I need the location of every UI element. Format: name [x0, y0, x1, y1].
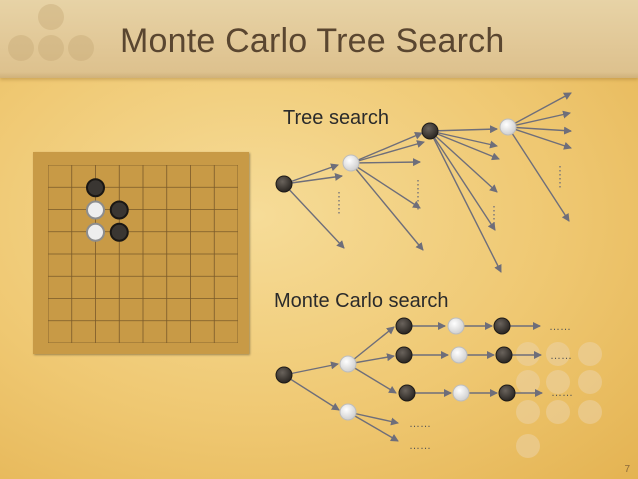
- decor-circle: [38, 35, 64, 61]
- ellipsis-text: ……: [409, 418, 431, 430]
- black-stone-node: [275, 366, 293, 384]
- black-stone-node: [498, 384, 516, 402]
- white-stone: [86, 200, 105, 220]
- decor-circle: [38, 4, 64, 30]
- white-stone-node: [452, 384, 470, 402]
- white-stone-node: [499, 118, 517, 136]
- white-stone-node: [339, 403, 357, 421]
- tree-search-label: Tree search: [283, 107, 389, 129]
- tree-search-ellipses: [338, 166, 561, 230]
- white-stone-node: [342, 154, 360, 172]
- ellipsis-text: ……: [549, 321, 571, 333]
- background-decoration: [516, 342, 602, 458]
- black-stone-node: [395, 317, 413, 335]
- black-stone: [109, 200, 129, 220]
- white-stone-node: [450, 346, 468, 364]
- ellipsis-text: ……: [409, 440, 431, 452]
- slide-title: Monte Carlo Tree Search: [120, 22, 505, 60]
- white-stone-node: [339, 355, 357, 373]
- ellipsis-text: ……: [550, 350, 572, 362]
- ellipsis-text: ……: [551, 387, 573, 399]
- black-stone-node: [493, 317, 511, 335]
- tree-search-arrows: [283, 92, 572, 273]
- go-board: [33, 152, 249, 354]
- black-stone-node: [275, 175, 293, 193]
- monte-carlo-nodes: [275, 317, 516, 421]
- title-decoration: [0, 0, 110, 78]
- black-stone: [109, 222, 129, 242]
- title-band: Monte Carlo Tree Search: [0, 0, 638, 78]
- go-board-grid: [48, 165, 238, 343]
- black-stone: [86, 178, 105, 198]
- monte-carlo-arrows: [283, 322, 543, 442]
- white-stone-node: [447, 317, 465, 335]
- black-stone-node: [421, 122, 439, 140]
- slide-number: 7: [624, 464, 630, 475]
- black-stone-node: [495, 346, 513, 364]
- decor-circle: [8, 35, 34, 61]
- decor-circle: [68, 35, 94, 61]
- black-stone-node: [398, 384, 416, 402]
- monte-carlo-search-label: Monte Carlo search: [274, 290, 449, 312]
- white-stone: [86, 222, 105, 242]
- black-stone-node: [395, 346, 413, 364]
- tree-search-nodes: [275, 118, 517, 193]
